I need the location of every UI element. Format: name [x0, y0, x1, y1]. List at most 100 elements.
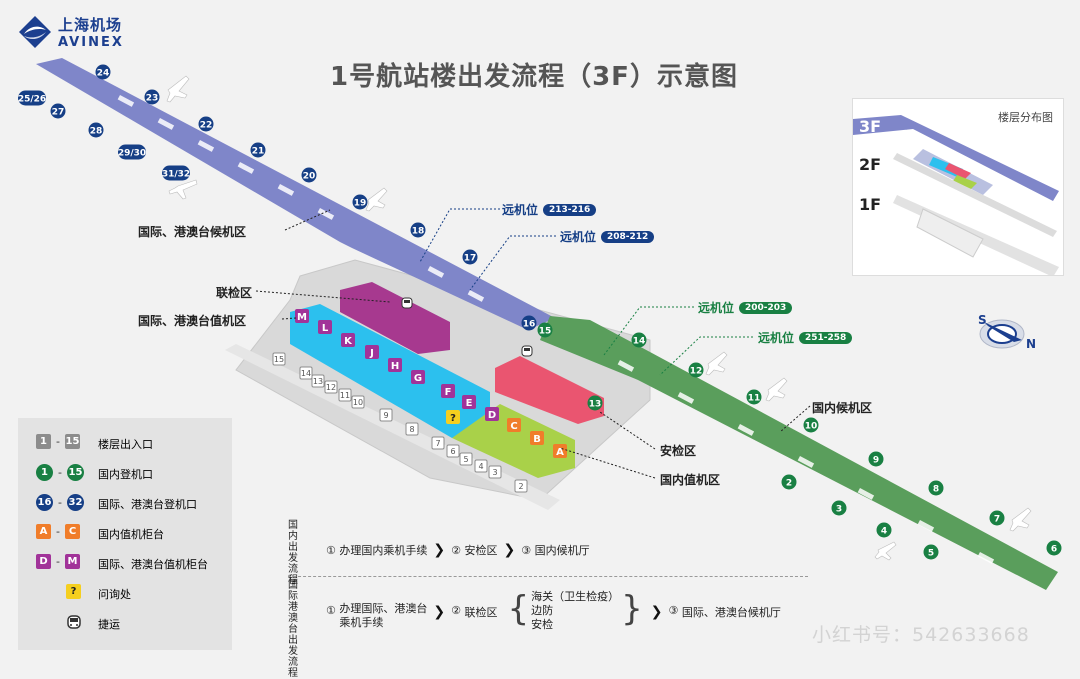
gate-domestic-10: 10 — [803, 417, 819, 433]
svg-text:H: H — [391, 361, 399, 372]
svg-text:22: 22 — [200, 121, 213, 131]
chevron-right-icon: ❯ — [503, 542, 516, 558]
svg-text:31/32: 31/32 — [162, 170, 190, 180]
svg-text:15: 15 — [274, 355, 284, 364]
entrance-15: 15 — [272, 352, 286, 366]
entrance-3: 3 — [488, 465, 502, 479]
svg-text:20: 20 — [303, 172, 316, 182]
gate-intl-24: 24 — [95, 64, 111, 80]
counter-G: G — [411, 370, 425, 384]
jet-bridge — [677, 392, 695, 404]
legend-label: 国内登机口 — [98, 468, 153, 481]
gate-domestic-6: 6 — [1046, 540, 1062, 556]
info-desk: ? — [446, 410, 460, 424]
svg-text:G: G — [414, 373, 422, 384]
jet-bridge — [797, 456, 815, 468]
floor-map-title: 楼层分布图 — [998, 111, 1053, 124]
gate-intl-16: 16 — [521, 315, 537, 331]
floor-label-1f: 1F — [859, 195, 882, 214]
remote-stand-213-216: 远机位 213-216 — [502, 201, 597, 218]
svg-text:D: D — [488, 410, 496, 421]
shuttle-icon — [521, 345, 533, 357]
legend-item: D-M — [36, 554, 80, 569]
legend-item: 1-15 — [36, 434, 80, 449]
legend-item: 1-15 — [36, 464, 84, 481]
gate-intl-20: 20 — [301, 167, 317, 183]
gate-intl-18: 18 — [410, 222, 426, 238]
counter-J: J — [365, 345, 379, 359]
jet-bridge — [737, 424, 755, 436]
flow-intl-side: 国际港澳台出发流程 — [288, 580, 298, 679]
entrance-7: 7 — [431, 436, 445, 450]
remote-stand-208-212: 远机位 208-212 — [560, 228, 655, 245]
floor-label-3f: 3F — [859, 117, 882, 136]
airplane-icon — [365, 187, 388, 212]
legend-item — [36, 614, 82, 633]
legend-label: 捷运 — [98, 618, 120, 631]
flow-domestic-steps: ① 办理国内乘机手续 ❯ ② 安检区 ❯ ③ 国内候机厅 — [326, 542, 590, 558]
callout-joint-inspection: 联检区 — [216, 286, 253, 300]
jet-bridge — [157, 117, 175, 130]
airplane-icon — [166, 75, 190, 103]
svg-text:29/30: 29/30 — [118, 149, 146, 159]
domestic-pier — [540, 316, 1058, 590]
entrance-6: 6 — [446, 444, 460, 458]
chevron-right-icon: ❯ — [433, 542, 446, 558]
entrance-11: 11 — [338, 388, 352, 402]
brand-logo: 上海机场 AVINEX — [18, 14, 124, 50]
callout-domestic-waiting: 国内候机区 — [812, 401, 873, 415]
svg-text:25/26: 25/26 — [18, 95, 46, 105]
gate-domestic-2: 2 — [781, 474, 797, 490]
floor-map-inset: 楼层分布图 3F 2F 1F — [852, 98, 1064, 276]
svg-text:8: 8 — [933, 485, 939, 495]
svg-text:27: 27 — [52, 108, 65, 118]
watermark: 小红书号：542633668 — [812, 624, 1030, 646]
counter-M: M — [295, 309, 309, 323]
callout-domestic-checkin: 国内值机区 — [660, 473, 721, 487]
legend-label: 国内值机柜台 — [98, 528, 164, 541]
gate-intl-17: 17 — [462, 249, 478, 265]
jet-bridge — [617, 359, 635, 372]
shuttle-icon — [401, 297, 413, 309]
svg-text:F: F — [445, 387, 452, 398]
svg-text:13: 13 — [589, 400, 602, 410]
svg-text:2: 2 — [518, 482, 523, 491]
entrance-14: 14 — [299, 366, 313, 380]
svg-text:?: ? — [450, 413, 456, 424]
svg-text:M: M — [297, 312, 307, 323]
compass-icon: S N — [978, 313, 1036, 351]
gate-intl-21: 21 — [250, 142, 266, 158]
svg-text:6: 6 — [1051, 545, 1057, 555]
airplane-icon — [765, 377, 788, 402]
counter-K: K — [341, 333, 355, 347]
svg-text:4: 4 — [478, 462, 483, 471]
gate-intl-23: 23 — [144, 89, 160, 105]
shuttle-icon — [66, 614, 82, 633]
jet-bridge — [467, 289, 485, 302]
svg-text:3: 3 — [492, 468, 497, 477]
gate-intl-27: 27 — [50, 103, 66, 119]
callout-security: 安检区 — [660, 444, 697, 458]
svg-text:11: 11 — [748, 394, 761, 404]
jet-bridge — [317, 208, 335, 220]
svg-text:15: 15 — [539, 327, 552, 337]
airport-logo-icon — [19, 16, 51, 48]
counter-E: E — [462, 395, 476, 409]
pier-stripes — [117, 95, 995, 564]
flow-intl-steps: ① 办理国际、港澳台 乘机手续 ❯ ② 联检区 { 海关（卫生检疫） 边防 安检… — [326, 589, 781, 631]
svg-text:13: 13 — [313, 377, 323, 386]
entrance-10: 10 — [351, 395, 365, 409]
entrance-13: 13 — [311, 374, 325, 388]
svg-text:5: 5 — [463, 455, 468, 464]
gate-domestic-3: 3 — [831, 500, 847, 516]
svg-text:19: 19 — [354, 199, 367, 209]
legend-label: 问询处 — [98, 588, 131, 601]
floor-map-drawing — [853, 115, 1059, 275]
svg-text:11: 11 — [340, 391, 350, 400]
brand-name-en: AVINEX — [58, 35, 124, 50]
legend-label: 国际、港澳台值机柜台 — [98, 558, 208, 571]
jet-bridge — [237, 162, 255, 174]
